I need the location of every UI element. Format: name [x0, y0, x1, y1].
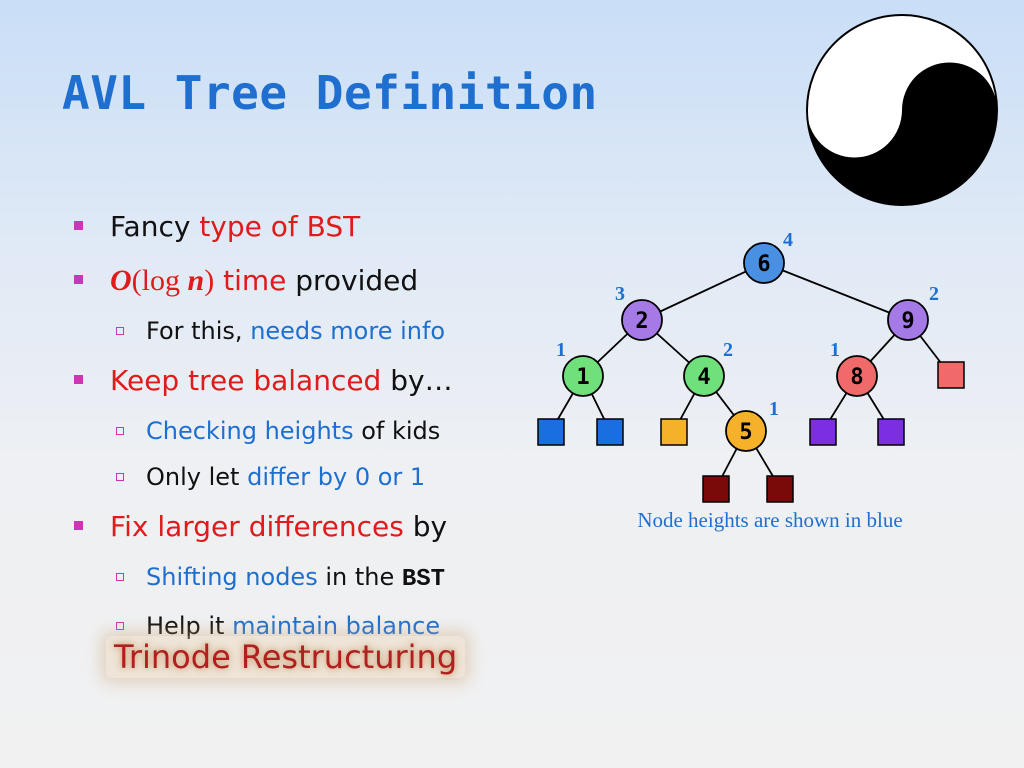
tree-node-5: 5 [725, 410, 767, 452]
tree-node-4: 4 [683, 355, 725, 397]
leaf-node [809, 418, 837, 446]
tree-nodes: 6 2 9 1 4 8 5 [562, 242, 929, 452]
bullet-fix-differences: Fix larger differences by [72, 500, 532, 554]
height-label: 1 [769, 398, 779, 420]
subbullet-checking-heights: Checking heights of kids [72, 408, 532, 454]
leaf-node [877, 418, 905, 446]
tree-edges [550, 262, 952, 489]
tree-node-9: 9 [887, 299, 929, 341]
subbullet-maintain-balance: Help it maintain balance [72, 603, 532, 649]
subbullet-needs-info: For this, needs more info [72, 308, 532, 354]
leaf-node [702, 475, 730, 503]
subbullet-shifting-nodes: Shifting nodes in the BST [72, 554, 532, 603]
trinode-callout: Trinode Restructuring [106, 636, 466, 678]
tree-node-8: 8 [836, 355, 878, 397]
tree-node-6: 6 [743, 242, 785, 284]
slide-title: AVL Tree Definition [62, 66, 598, 120]
subbullet-differ: Only let differ by 0 or 1 [72, 454, 532, 500]
bullet-keep-balanced: Keep tree balanced by… [72, 354, 532, 408]
bullet-olog-n: O(log n) time provided [72, 254, 532, 308]
yin-yang-icon [806, 14, 998, 206]
leaf-node [766, 475, 794, 503]
node-key: 4 [697, 365, 710, 390]
height-label: 1 [556, 339, 566, 361]
tree-node-2: 2 [621, 299, 663, 341]
bullet-list: Fancy type of BST O(log n) time provided… [72, 200, 532, 649]
leaf-nodes [537, 361, 965, 503]
height-label: 2 [929, 283, 939, 305]
height-label: 4 [783, 229, 793, 251]
node-key: 6 [757, 252, 770, 277]
tree-node-1: 1 [562, 355, 604, 397]
leaf-node [937, 361, 965, 389]
node-key: 9 [901, 309, 914, 334]
leaf-node [596, 418, 624, 446]
height-label: 1 [830, 339, 840, 361]
height-label: 3 [615, 283, 625, 305]
leaf-node [537, 418, 565, 446]
node-key: 2 [635, 309, 648, 334]
bullet-fancy-bst: Fancy type of BST [72, 200, 532, 254]
avl-tree-diagram: 6 2 9 1 4 8 5 4 3 2 1 2 1 [537, 229, 965, 503]
node-key: 8 [850, 365, 863, 390]
diagram-caption: Node heights are shown in blue [637, 508, 903, 532]
height-label: 2 [723, 339, 733, 361]
node-heights: 4 3 2 1 2 1 1 [556, 229, 939, 420]
leaf-node [660, 418, 688, 446]
node-key: 1 [576, 365, 589, 390]
node-key: 5 [739, 420, 752, 445]
